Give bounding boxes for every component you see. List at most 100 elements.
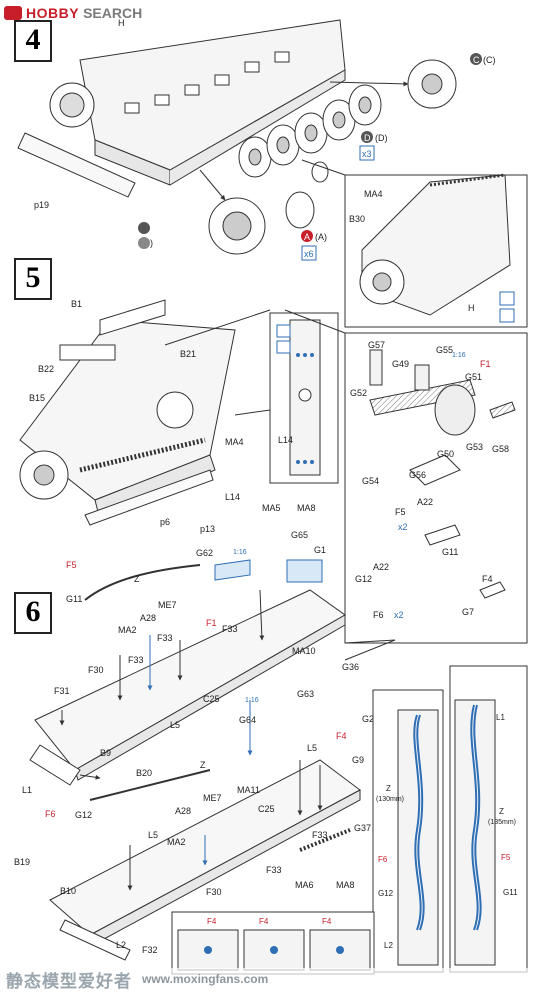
inset-label-h: H [468,303,475,313]
svg-text:B10: B10 [60,886,76,896]
svg-text:F1: F1 [206,618,217,628]
svg-text:B15: B15 [29,393,45,403]
svg-text:(A): (A) [315,232,327,242]
svg-text:G63: G63 [297,689,314,699]
svg-text:F4: F4 [322,917,332,926]
svg-text:A22: A22 [417,497,433,507]
step-6-labels-upper: G62 G65 G1 Z G11 F5 A28 MA2 ME7 F33 F33 … [22,530,359,795]
svg-text:C25: C25 [258,804,275,814]
svg-text:x2: x2 [394,610,404,620]
svg-text:L1: L1 [22,785,32,795]
svg-text:1:16: 1:16 [233,549,247,556]
svg-text:G56: G56 [409,470,426,480]
svg-text:F32: F32 [142,945,158,955]
hobby-search-logo-icon [4,6,22,20]
svg-text:D: D [364,133,371,143]
svg-text:G11: G11 [442,547,458,557]
svg-text:MA8: MA8 [297,503,316,513]
svg-text:MA4: MA4 [225,437,244,447]
side-panel-1: Z (130mm) F6 G12 L2 [372,689,444,973]
svg-text:F30: F30 [88,665,104,675]
svg-text:F1: F1 [480,359,491,369]
svg-text:ME7: ME7 [158,600,177,610]
step-6-group [29,559,396,961]
bottom-detail-boxes: F4 F4 F4 [171,911,375,975]
glue-icon [499,291,515,306]
svg-text:G37: G37 [354,823,371,833]
svg-text:B20: B20 [136,768,152,778]
step-5-labels: B1 B21 B22 B15 MA4 L14 p6 p13 MA5 MA8 [29,299,316,534]
svg-text:G55: G55 [436,345,453,355]
site-header: HOBBY SEARCH [4,3,142,23]
callout-b [138,222,150,249]
svg-text:L14: L14 [225,492,240,502]
svg-text:G57: G57 [368,340,385,350]
svg-text:G11: G11 [66,594,82,604]
step-6-number: 6 [14,592,52,634]
svg-text:MA6: MA6 [295,880,314,890]
svg-text:x6: x6 [304,249,314,259]
svg-text:(D): (D) [375,133,388,143]
svg-text:F4: F4 [482,574,493,584]
svg-text:F6: F6 [45,809,56,819]
svg-text:B21: B21 [180,349,196,359]
svg-text:F6: F6 [378,855,388,864]
svg-text:L1: L1 [496,713,505,722]
svg-text:L14: L14 [278,435,293,445]
svg-text:L5: L5 [148,830,158,840]
svg-text:G11: G11 [503,888,518,897]
svg-text:F4: F4 [207,917,217,926]
svg-text:G1: G1 [314,545,326,555]
svg-text:B22: B22 [38,364,54,374]
svg-text:MA11: MA11 [237,785,260,795]
svg-text:G53: G53 [466,442,483,452]
svg-text:G58: G58 [492,444,509,454]
svg-text:L2: L2 [116,940,126,950]
svg-text:Z: Z [499,807,504,816]
svg-text:C25: C25 [203,694,220,704]
step-4-group [17,19,457,255]
svg-text:F4: F4 [336,731,347,741]
svg-text:Z: Z [134,574,140,584]
svg-text:B1: B1 [71,299,82,309]
step-5-group [19,299,271,526]
svg-text:Z: Z [200,760,206,770]
svg-text:G49: G49 [392,359,409,369]
svg-text:G64: G64 [239,715,256,725]
svg-text:ME7: ME7 [203,793,222,803]
watermark-url: www.moxingfans.com [142,972,269,986]
label-p19: p19 [34,200,49,210]
l14-panel: L14 [269,312,339,484]
svg-text:G51: G51 [465,372,482,382]
svg-text:B9: B9 [100,748,111,758]
svg-text:MA8: MA8 [336,880,355,890]
svg-text:1:16: 1:16 [245,697,259,704]
svg-text:(C): (C) [483,55,496,65]
svg-text:p13: p13 [200,524,215,534]
subassembly-panel: G57 G55 G49 G51 G52 G50 G53 G58 G54 G56 … [344,332,528,644]
svg-text:F33: F33 [266,865,282,875]
callout-a: A (A) x6 [301,230,327,261]
step-4-inset: MA4 B30 H [301,159,528,328]
svg-text:A: A [304,232,310,242]
svg-text:F5: F5 [501,853,511,862]
callout-d: D (D) x3 [359,131,388,161]
step-5-number: 5 [14,258,52,300]
svg-text:x3: x3 [362,149,372,159]
svg-text:F4: F4 [259,917,269,926]
svg-text:x2: x2 [398,522,408,532]
brand-name-grey: SEARCH [83,5,143,21]
svg-text:F5: F5 [66,560,77,570]
svg-text:F33: F33 [157,633,173,643]
svg-text:G9: G9 [352,755,364,765]
watermark-cn: 静态模型爱好者 [6,971,132,991]
svg-text:B19: B19 [14,857,30,867]
inset-label-ma4: MA4 [364,189,383,199]
svg-text:Z: Z [386,784,391,793]
callout-c: C (C) [470,53,496,65]
side-panel-2: L1 Z (135mm) F5 G11 [449,665,528,973]
svg-text:F33: F33 [222,624,238,634]
svg-text:L5: L5 [170,720,180,730]
svg-text:MA2: MA2 [118,625,137,635]
